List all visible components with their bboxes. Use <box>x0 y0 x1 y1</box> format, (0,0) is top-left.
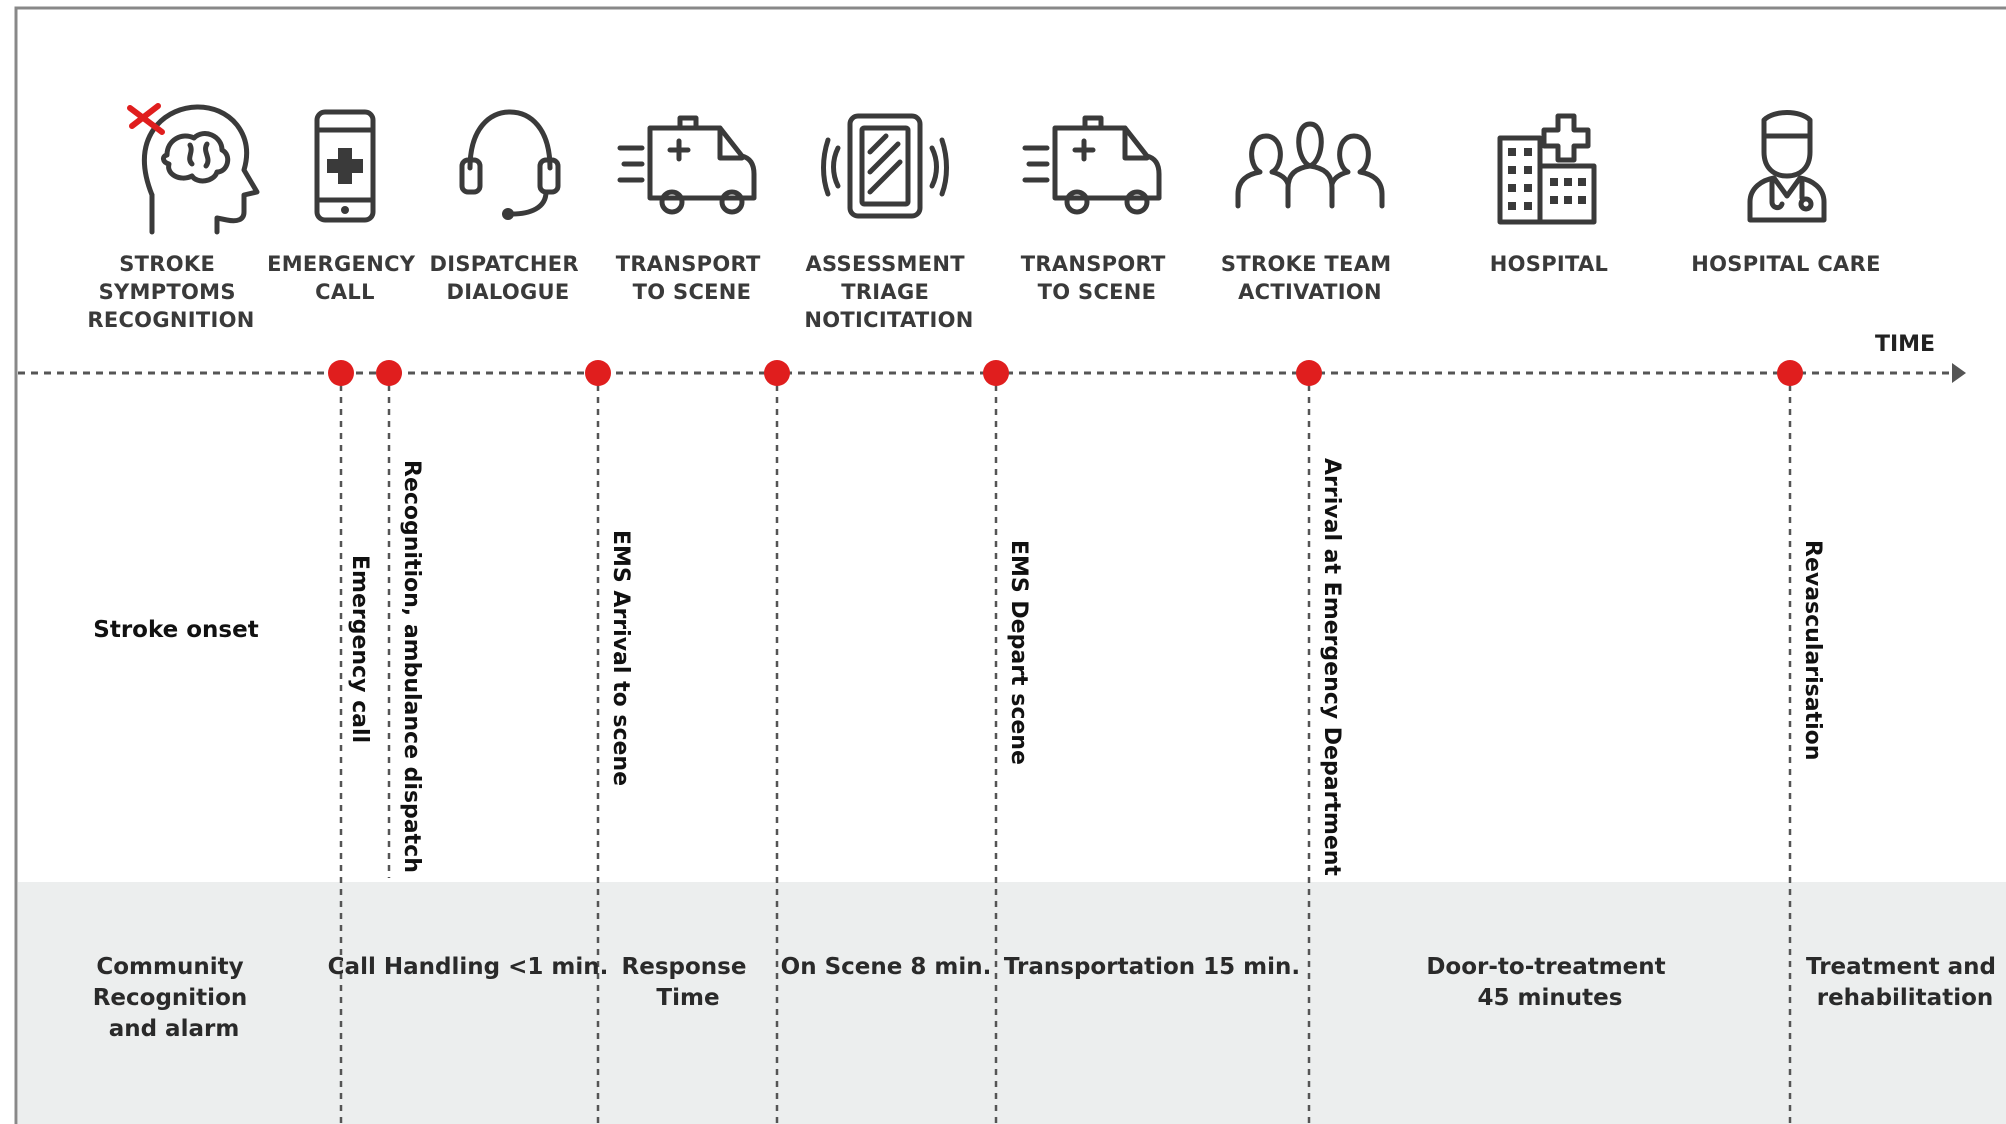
event-marker <box>328 360 354 386</box>
hospital-icon <box>1497 113 1597 225</box>
ambulance-icon <box>1022 115 1162 215</box>
phase-label: Transportation 15 min. <box>1004 954 1300 980</box>
step-label-line: TO SCENE <box>633 280 752 304</box>
step-labels: STROKE SYMPTOMS RECOGNITION EMERGENCY CA… <box>87 252 1880 332</box>
step-label: ASSESSMENT TRIAGE NOTICITATION <box>804 252 973 332</box>
step-label: HOSPITAL CARE <box>1691 252 1880 276</box>
phase-band <box>18 882 2006 1124</box>
step-label-line: TRIAGE <box>841 280 929 304</box>
step-label-line: CALL <box>315 280 375 304</box>
phase-label-line: On Scene 8 min. <box>781 954 992 980</box>
event-marker <box>983 360 1009 386</box>
phase-label-line: rehabilitation <box>1817 985 1994 1011</box>
step-label-line: DIALOGUE <box>446 280 569 304</box>
event-label-revascularisation: Revascularisation <box>1800 540 1825 760</box>
step-label-line: EMERGENCY <box>267 252 416 276</box>
step-label: TRANSPORT TO SCENE <box>1021 252 1174 304</box>
event-marker <box>376 360 402 386</box>
stroke-onset-label: Stroke onset <box>93 617 258 643</box>
phase-label-line: Call Handling <1 min. <box>328 954 609 980</box>
phase-label-line: Transportation 15 min. <box>1004 954 1300 980</box>
event-marker <box>1296 360 1322 386</box>
step-label: STROKE TEAM ACTIVATION <box>1221 252 1399 304</box>
phase-label: Community Recognition and alarm <box>93 954 256 1042</box>
headset-icon <box>459 109 561 220</box>
step-label-line: TRANSPORT <box>1021 252 1166 276</box>
event-marker <box>1777 360 1803 386</box>
event-markers <box>328 360 1803 386</box>
brain-head-icon <box>127 103 260 235</box>
phase-label-line: Treatment and <box>1806 954 1996 980</box>
event-marker <box>585 360 611 386</box>
event-label-ems-arrival: EMS Arrival to scene <box>608 530 633 786</box>
tablet-vibrate-icon <box>821 113 949 219</box>
phase-label: Call Handling <1 min. <box>328 954 609 980</box>
phase-label-line: and alarm <box>109 1016 240 1042</box>
phase-label-line: Response <box>622 954 747 980</box>
step-label-line: RECOGNITION <box>87 308 254 332</box>
event-label-ed-arrival: Arrival at Emergency Department <box>1319 458 1344 876</box>
phase-label: Door-to-treatment 45 minutes <box>1426 954 1673 1011</box>
time-axis-label: TIME <box>1875 332 1935 357</box>
step-label-line: ACTIVATION <box>1238 280 1382 304</box>
step-label-line: STROKE <box>119 252 215 276</box>
step-label-line: TO SCENE <box>1038 280 1157 304</box>
phase-label-line: Community <box>96 954 243 980</box>
step-label-line: HOSPITAL <box>1490 252 1608 276</box>
step-label: STROKE SYMPTOMS RECOGNITION <box>87 252 254 332</box>
step-label-line: NOTICITATION <box>804 308 973 332</box>
phase-label-line: 45 minutes <box>1478 985 1623 1011</box>
event-label-ems-depart: EMS Depart scene <box>1006 540 1031 765</box>
step-label: HOSPITAL <box>1490 252 1608 276</box>
phone-medical-icon <box>314 109 376 223</box>
step-label-line: HOSPITAL CARE <box>1691 252 1880 276</box>
phase-label-line: Recognition <box>93 985 248 1011</box>
step-label-line: ASSESSMENT <box>806 252 966 276</box>
event-label-dispatch: Recognition, ambulance dispatch <box>399 460 424 873</box>
step-label: TRANSPORT TO SCENE <box>616 252 769 304</box>
team-icon <box>1235 121 1385 209</box>
phase-label: On Scene 8 min. <box>781 954 992 980</box>
step-label-line: STROKE TEAM <box>1221 252 1392 276</box>
event-labels: Emergency call Recognition, ambulance di… <box>347 458 1825 876</box>
step-label: EMERGENCY CALL <box>267 252 423 304</box>
step-label-line: SYMPTOMS <box>99 280 236 304</box>
phase-label: Response Time <box>622 954 755 1011</box>
phase-labels: Community Recognition and alarm Call Han… <box>93 954 2004 1042</box>
phase-label-line: Time <box>656 985 719 1011</box>
time-axis-arrow <box>1952 363 1966 383</box>
event-marker <box>764 360 790 386</box>
doctor-icon <box>1747 110 1827 223</box>
phase-label-line: Door-to-treatment <box>1426 954 1665 980</box>
ambulance-icon <box>617 115 757 215</box>
step-label-line: TRANSPORT <box>616 252 761 276</box>
event-lines <box>339 373 1792 1124</box>
step-label-line: DISPATCHER <box>430 252 579 276</box>
phase-label: Treatment and rehabilitation <box>1806 954 2004 1011</box>
event-label-emergency-call: Emergency call <box>347 555 372 743</box>
step-label: DISPATCHER DIALOGUE <box>430 252 587 304</box>
